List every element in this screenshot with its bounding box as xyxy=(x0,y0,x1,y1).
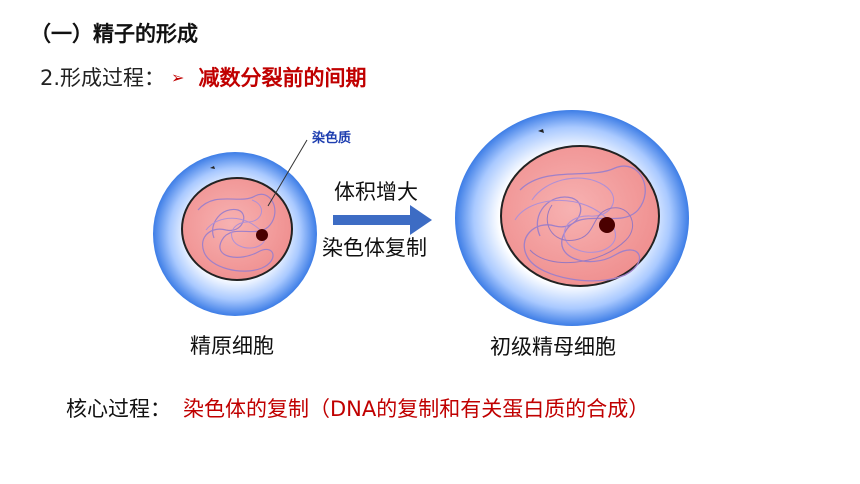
bullet-arrow-icon: ➢ xyxy=(171,68,185,87)
core-process-label: 核心过程： xyxy=(66,397,171,421)
subheading-highlight: 减数分裂前的间期 xyxy=(198,66,367,90)
right-chromatin xyxy=(519,165,646,282)
subheading: 2.形成过程： ➢ 减数分裂前的间期 xyxy=(40,68,366,89)
right-nucleolus xyxy=(599,217,615,233)
chromatin-label: 染色质 xyxy=(312,131,352,146)
left-cell xyxy=(153,139,317,316)
left-cell-caption: 精原细胞 xyxy=(190,334,274,358)
right-centriole-mark xyxy=(538,129,544,133)
chromatin-pointer xyxy=(267,139,308,207)
growth-arrow-icon xyxy=(333,205,432,235)
right-chromatin-3 xyxy=(529,204,633,264)
right-cell-caption: 初级精母细胞 xyxy=(490,335,616,359)
left-centriole-mark xyxy=(210,166,215,169)
core-process-highlight: 染色体的复制（DNA的复制和有关蛋白质的合成） xyxy=(183,397,650,421)
left-chromatin-2 xyxy=(205,199,265,249)
change-label-replication: 染色体复制 xyxy=(322,236,427,260)
section-heading: （一）精子的形成 xyxy=(30,22,198,46)
right-chromatin-2 xyxy=(514,177,617,253)
core-process: 核心过程： 染色体的复制（DNA的复制和有关蛋白质的合成） xyxy=(66,399,649,420)
right-cell xyxy=(455,110,689,326)
right-nucleus xyxy=(500,145,660,287)
subheading-label: 2.形成过程： xyxy=(40,66,166,90)
left-nucleolus xyxy=(256,229,268,241)
change-label-volume: 体积增大 xyxy=(334,180,418,204)
